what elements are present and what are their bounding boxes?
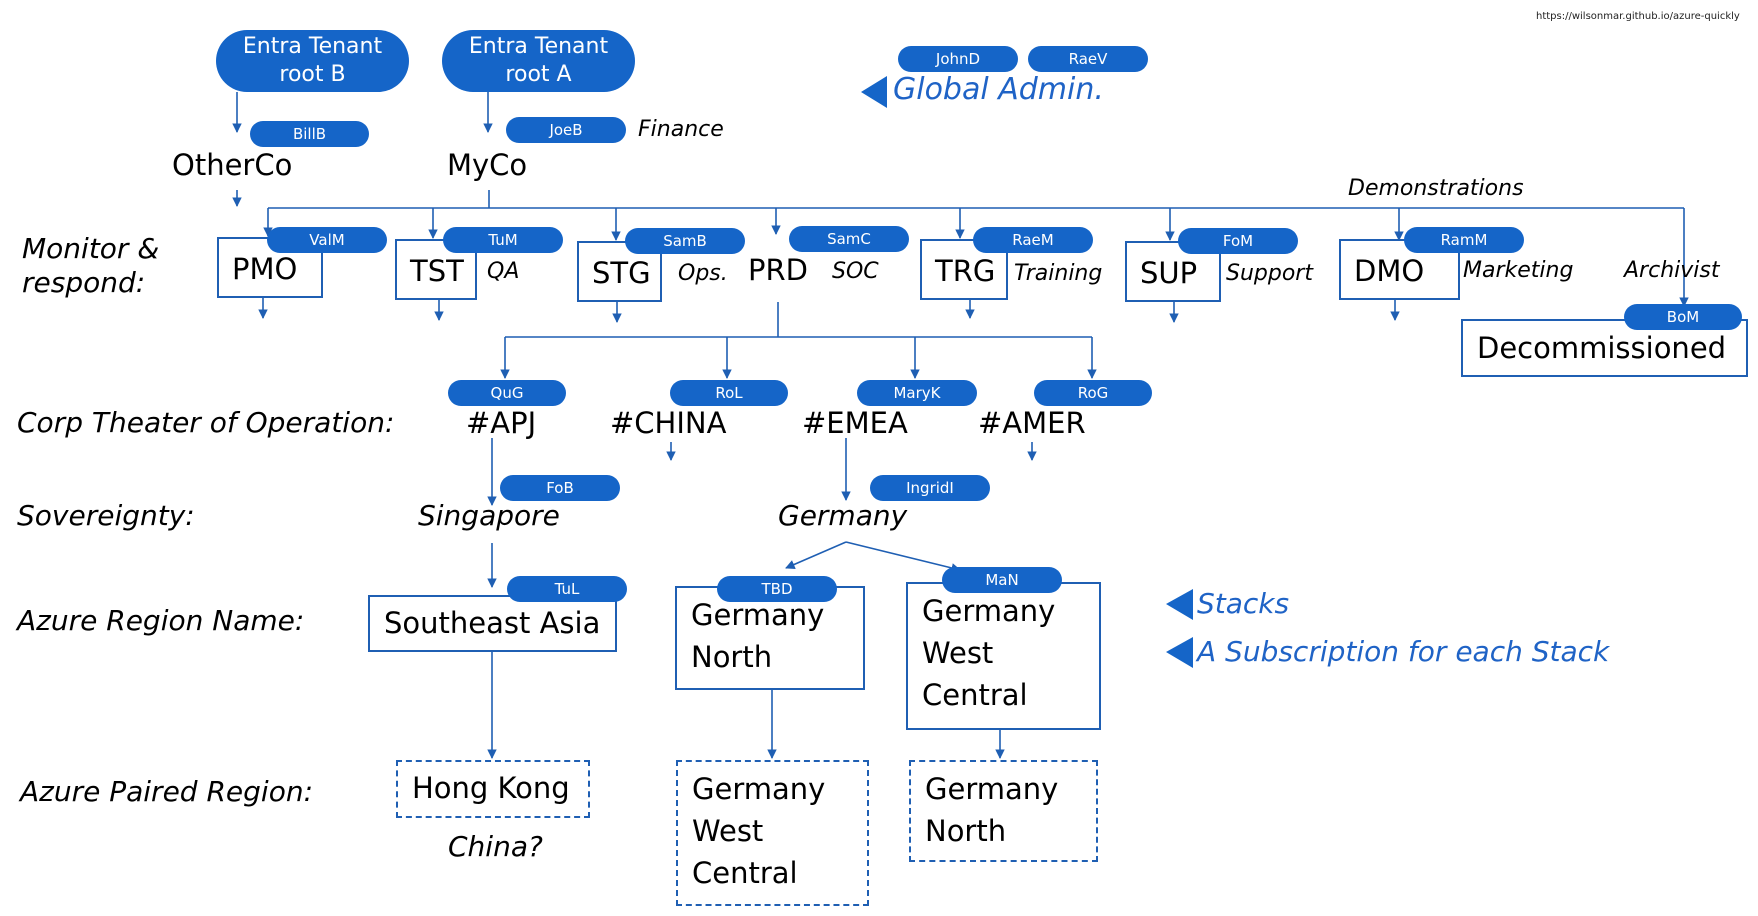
env-role: Marketing <box>1463 258 1574 283</box>
env-role: Training <box>1014 261 1103 286</box>
tenant-line2: root A <box>505 62 572 87</box>
theater-code: #AMER <box>978 406 1086 440</box>
region-box: Germany North <box>675 586 865 690</box>
owner-badge: TuM <box>443 227 563 253</box>
owner-badge: ValM <box>267 227 387 253</box>
theater-code: #CHINA <box>610 406 727 440</box>
legend-subscription: A Subscription for each Stack <box>1197 635 1610 668</box>
org-myco: MyCo <box>447 148 528 182</box>
org-otherco: OtherCo <box>172 148 293 182</box>
row-label-region: Azure Region Name: <box>17 604 305 637</box>
owner-badge: SamB <box>625 228 745 254</box>
paired-region-box: Germany West Central <box>676 760 869 906</box>
theater-code: #EMEA <box>802 406 908 440</box>
row-label-sovereignty: Sovereignty: <box>17 499 195 532</box>
env-role: Ops. <box>678 261 728 286</box>
owner-badge: BoM <box>1624 304 1742 330</box>
env-role: QA <box>487 259 520 284</box>
paired-region-box: Hong Kong <box>396 760 590 818</box>
env-box: TRG <box>920 239 1008 300</box>
theater-code: #APJ <box>466 406 537 440</box>
env-box: SUP <box>1125 241 1221 302</box>
row-label-theater: Corp Theater of Operation: <box>17 406 395 439</box>
region-box: Southeast Asia <box>368 595 617 652</box>
tenant-line1: Entra Tenant <box>242 34 383 59</box>
env-role: SOC <box>832 259 879 284</box>
owner-badge: QuG <box>448 380 566 406</box>
owner-badge: RaeM <box>973 227 1093 253</box>
tenant-root-a: Entra Tenant root A <box>442 30 635 92</box>
admin-badge: JohnD <box>898 46 1018 72</box>
row-label-paired: Azure Paired Region: <box>20 775 314 808</box>
region-box: Germany West Central <box>906 582 1101 730</box>
demonstrations-label: Demonstrations <box>1348 176 1524 201</box>
pointer-triangles <box>861 76 1193 668</box>
owner-badge: BillB <box>250 121 369 147</box>
legend-stacks: Stacks <box>1197 587 1290 620</box>
owner-badge: MaN <box>942 567 1062 593</box>
owner-badge: TuL <box>507 576 627 602</box>
row-label-monitor: Monitor & respond: <box>22 232 160 299</box>
owner-badge: MaryK <box>857 380 977 406</box>
owner-badge: JoeB <box>506 117 626 143</box>
owner-badge: IngridI <box>870 475 990 501</box>
sovereignty-name: Germany <box>778 499 908 532</box>
paired-region-box: Germany North <box>909 760 1098 862</box>
global-admin-label: Global Admin. <box>893 72 1104 107</box>
env-prd: PRD <box>748 253 808 287</box>
owner-badge: FoM <box>1178 228 1298 254</box>
tenant-root-b: Entra Tenant root B <box>216 30 409 92</box>
admin-badge: RaeV <box>1028 46 1148 72</box>
owner-badge: RoL <box>670 380 788 406</box>
owner-badge: TBD <box>717 576 837 602</box>
tenant-line2: root B <box>279 62 346 87</box>
paired-region-note: China? <box>448 830 543 863</box>
source-url[interactable]: https://wilsonmar.github.io/azure-quickl… <box>1536 11 1740 22</box>
myco-role: Finance <box>638 117 724 142</box>
owner-badge: FoB <box>500 475 620 501</box>
sovereignty-name: Singapore <box>418 499 560 532</box>
owner-badge: RamM <box>1404 227 1524 253</box>
tenant-line1: Entra Tenant <box>468 34 609 59</box>
env-role: Support <box>1226 261 1313 286</box>
owner-badge: SamC <box>789 226 909 252</box>
owner-badge: RoG <box>1034 380 1152 406</box>
archivist-role: Archivist <box>1624 258 1720 283</box>
